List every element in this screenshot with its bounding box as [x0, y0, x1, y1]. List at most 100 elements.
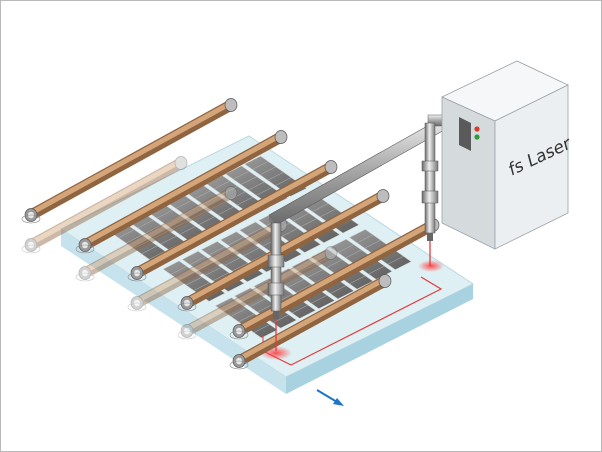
cell-stripe	[175, 200, 192, 209]
indicator-red-icon	[474, 126, 480, 132]
cell-stripe	[133, 240, 150, 249]
cell-stripe	[267, 171, 284, 181]
cell-stripe	[232, 170, 250, 180]
cell-stripe	[171, 220, 189, 230]
cell-stripe	[185, 276, 203, 286]
cell-stripe	[235, 242, 252, 251]
cell-stripe	[287, 278, 305, 288]
roller-end-cap	[274, 130, 288, 144]
roller-tube	[177, 246, 338, 340]
cell-stripe	[216, 251, 233, 261]
cell-stripe	[170, 266, 187, 275]
roller-end-cap	[378, 274, 392, 288]
roller-end-cap	[324, 246, 338, 260]
cell-stripe	[183, 205, 200, 215]
roller-end-cap	[324, 160, 338, 174]
cell-stripe	[253, 324, 270, 333]
cell-stripe	[259, 166, 277, 176]
cell-stripe	[256, 187, 273, 196]
cell-stripe	[137, 219, 154, 229]
cell-stripe	[227, 236, 245, 246]
cell-stripe	[190, 210, 208, 220]
cell-stripe	[248, 181, 265, 191]
cell-stripe	[222, 302, 240, 312]
roller-end-cap	[224, 98, 238, 112]
cell-stripe	[198, 216, 215, 225]
cell-stripe	[189, 256, 206, 265]
cell-stripe	[197, 261, 214, 271]
cell-stripe	[330, 285, 347, 294]
cell-stripe	[247, 227, 264, 236]
cell-stripe	[156, 209, 173, 219]
cell-stripe	[221, 186, 238, 195]
cell-stripe	[249, 298, 266, 307]
cell-stripe	[252, 161, 269, 170]
cell-stripe	[387, 255, 404, 265]
cell-stripe	[230, 308, 247, 317]
cell-stripe	[312, 203, 329, 212]
cell-stripe	[364, 239, 381, 249]
cell-stripe	[193, 282, 210, 291]
roller-end-cap	[78, 266, 92, 280]
cell-stripe	[205, 267, 222, 276]
cell-stripe	[299, 263, 316, 273]
cell-stripe	[337, 244, 354, 253]
cell-stripe	[326, 259, 343, 268]
movement-arrow	[316, 389, 344, 406]
roller-tube	[75, 130, 288, 254]
cell-stripe	[275, 177, 292, 186]
cell-stripe	[281, 228, 298, 237]
cell-stripe	[212, 272, 230, 282]
indicator-green-icon	[474, 134, 480, 140]
cell-stripe	[145, 225, 162, 234]
cell-stripe	[178, 271, 195, 281]
cell-stripe	[295, 284, 312, 293]
rollers	[21, 98, 440, 370]
cell-stripe	[179, 226, 196, 235]
cell-stripe	[118, 229, 135, 239]
cell-stripe	[202, 195, 219, 205]
cell-stripe	[319, 208, 337, 218]
laser-head-right	[424, 122, 436, 234]
cell-stripe	[280, 273, 297, 283]
roller-tube	[75, 186, 238, 282]
cell-stripe	[141, 245, 158, 255]
roller-tube	[177, 189, 390, 312]
cell-stripe	[243, 247, 260, 257]
cell-stripe	[194, 190, 212, 200]
cell-stripe	[292, 212, 310, 222]
roller-tube	[229, 274, 392, 370]
cell-stripe	[318, 253, 335, 263]
cell-stripe	[345, 249, 362, 259]
laser-cabinet: fs Laser	[441, 60, 573, 250]
roller-end-cap	[224, 186, 238, 200]
cell-stripe	[356, 234, 374, 244]
roller-tube	[127, 160, 338, 282]
cell-stripe	[224, 257, 241, 266]
cell-stripe	[349, 275, 366, 285]
cell-stripe	[240, 176, 257, 185]
cell-stripe	[210, 201, 227, 210]
cell-stripe	[238, 313, 255, 323]
cell-stripe	[208, 246, 226, 256]
arrow-head-icon	[333, 398, 344, 406]
cell-stripe	[164, 215, 181, 224]
roller-end-cap	[24, 238, 38, 252]
cell-stripe	[310, 294, 328, 304]
cell-stripe	[307, 269, 324, 278]
cell-stripe	[300, 218, 317, 227]
cell-stripe	[242, 292, 259, 302]
roller-tube	[21, 98, 238, 224]
roller-end-cap	[130, 296, 144, 310]
roller-end-cap	[174, 156, 188, 170]
cell-stripe	[148, 250, 166, 260]
cell-stripe	[152, 230, 170, 240]
cell-stripe	[125, 234, 143, 244]
cell-stripe	[291, 304, 309, 314]
cell-stripe	[368, 265, 385, 275]
cabinet-port	[459, 117, 471, 151]
cell-stripe	[160, 235, 177, 245]
cell-stripe	[217, 206, 235, 216]
